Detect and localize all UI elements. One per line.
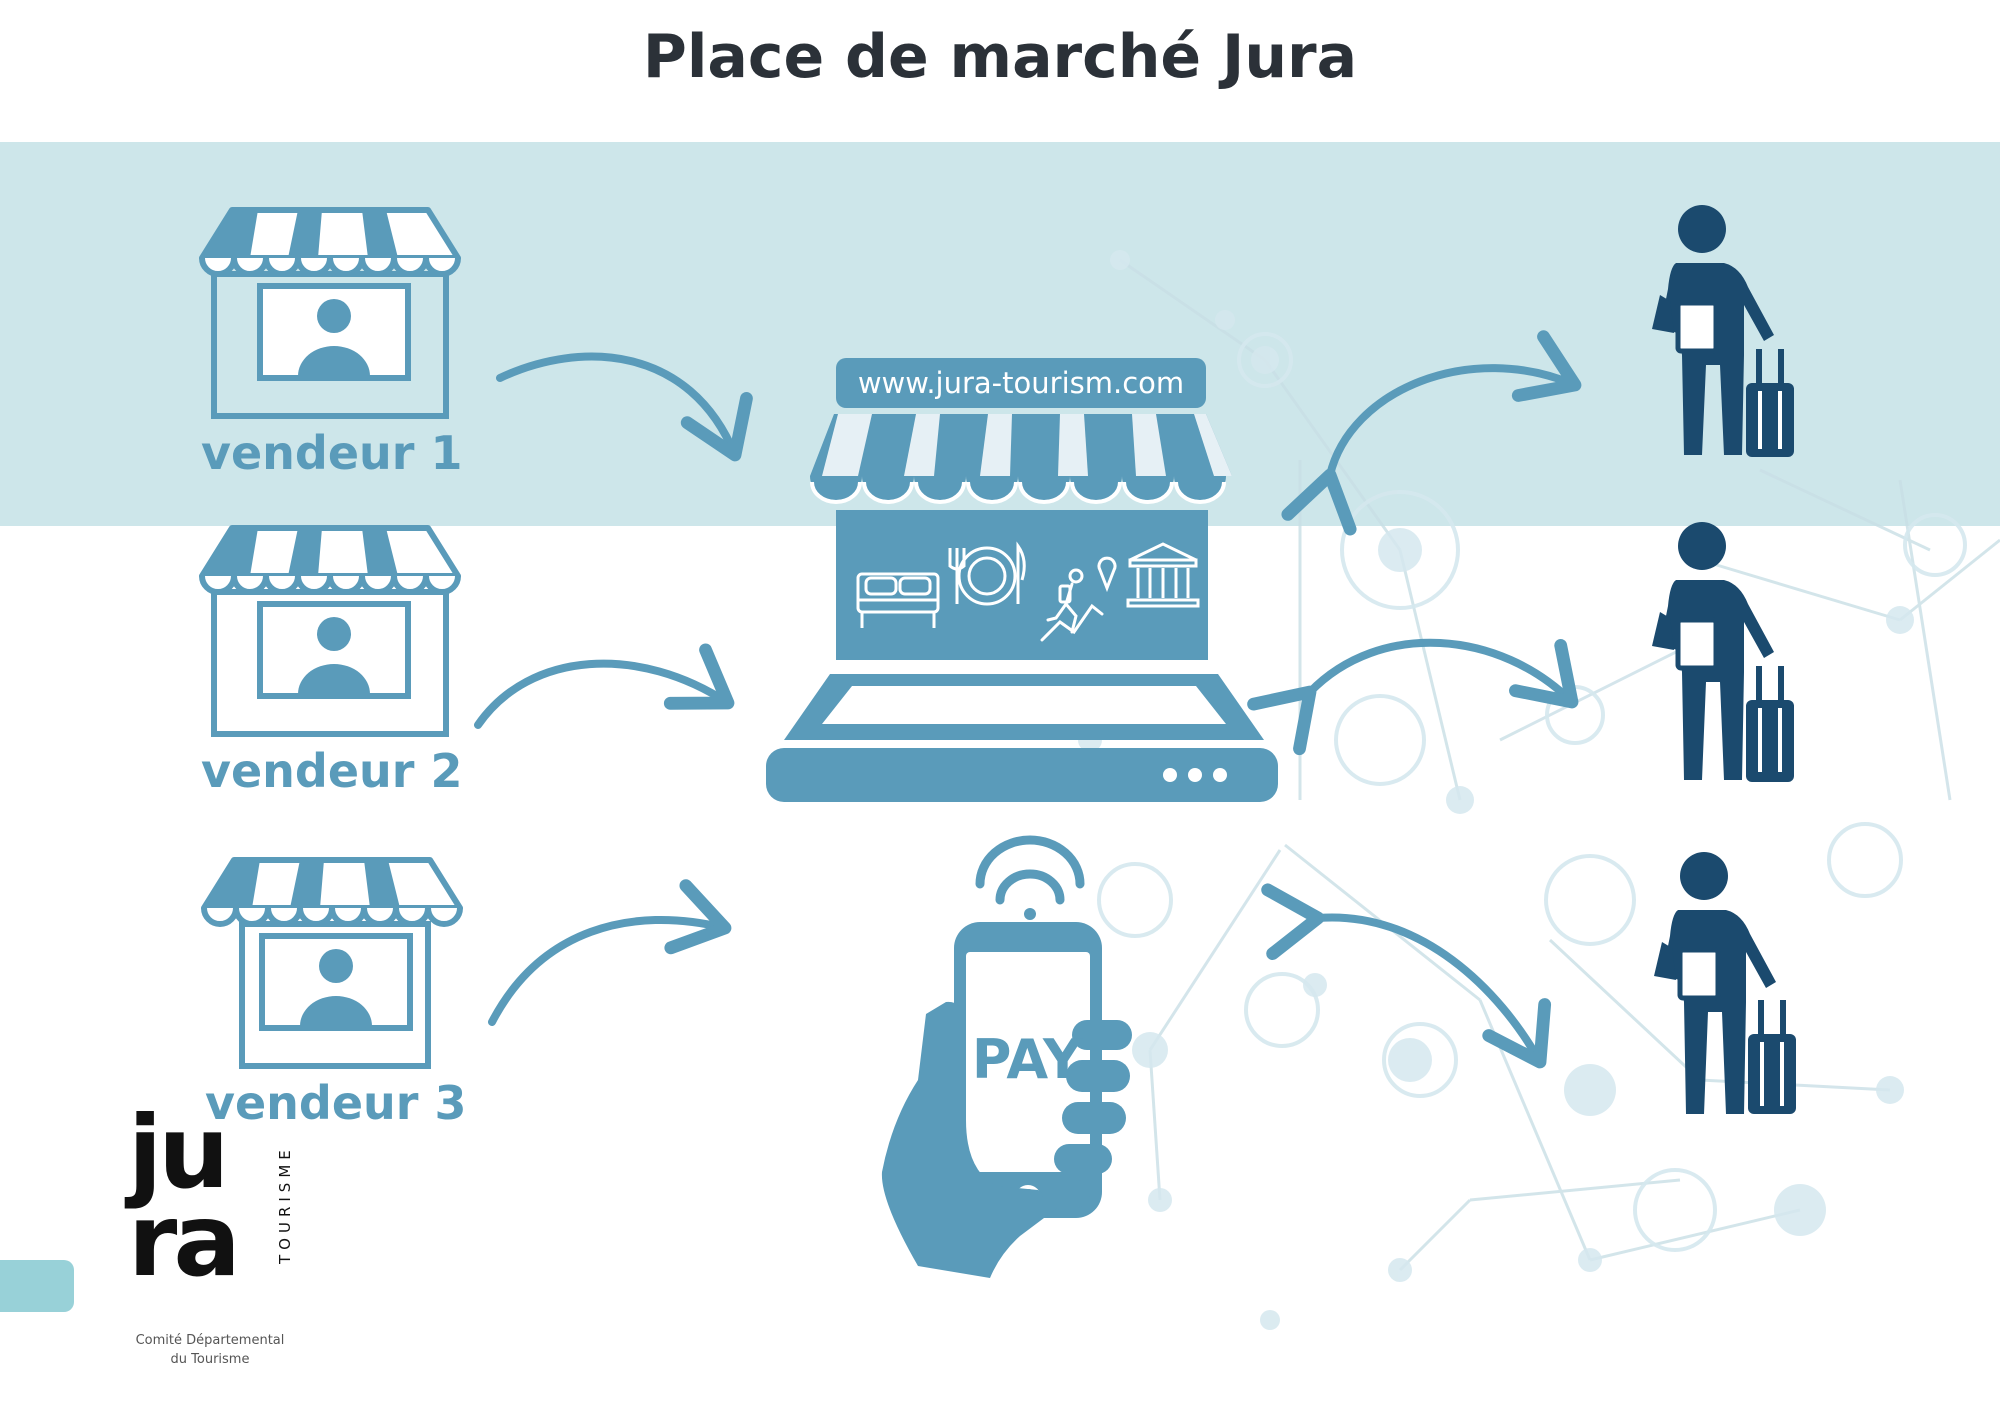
- vendor-label-2: vendeur 2: [201, 744, 463, 798]
- marketplace-url[interactable]: www.jura-tourism.com: [857, 366, 1185, 400]
- museum-icon: [1126, 542, 1200, 608]
- logo-text-ra: ra: [128, 1182, 241, 1299]
- traveler-icon: [1654, 852, 1796, 1114]
- marketplace-store-icon: [766, 358, 1278, 802]
- vendor-label-1: vendeur 1: [201, 426, 463, 480]
- jura-tourisme-logo: ju ra TOURISME: [128, 1094, 308, 1318]
- bed-icon: [856, 572, 940, 628]
- traveler-icon: [1652, 205, 1794, 457]
- vendor-shop-2: [199, 525, 461, 737]
- side-tab[interactable]: [0, 1260, 74, 1312]
- arrow-traveler-3: [1261, 883, 1552, 1069]
- arrow-traveler-2: [1247, 638, 1579, 756]
- hiking-icon: [1040, 556, 1117, 642]
- logo-subtitle-line-2: du Tourisme: [170, 1352, 250, 1367]
- arrow-vendor-1: [496, 352, 753, 462]
- hand-icon: [881, 1001, 1132, 1278]
- logo-text-ju: ju: [128, 1094, 229, 1211]
- wifi-icon: [975, 835, 1085, 920]
- arrow-vendor-2: [474, 643, 735, 729]
- vendor-label-3: vendeur 3: [205, 1076, 467, 1130]
- vendor-shop-3: [201, 857, 463, 1069]
- arrow-vendor-3: [488, 879, 732, 1026]
- pay-label: PAY: [971, 1028, 1083, 1091]
- logo-subtitle-line-1: Comité Départemental: [135, 1333, 285, 1348]
- page-title: Place de marché Jura: [642, 22, 1358, 92]
- logo-text-tourisme: TOURISME: [276, 1145, 294, 1264]
- dining-icon: [948, 541, 1026, 606]
- arrow-traveler-1: [1281, 330, 1582, 536]
- traveler-icon: [1652, 522, 1794, 782]
- logo-subtitle: Comité Départemental du Tourisme: [120, 1331, 300, 1369]
- vendor-shop-1: [199, 207, 461, 419]
